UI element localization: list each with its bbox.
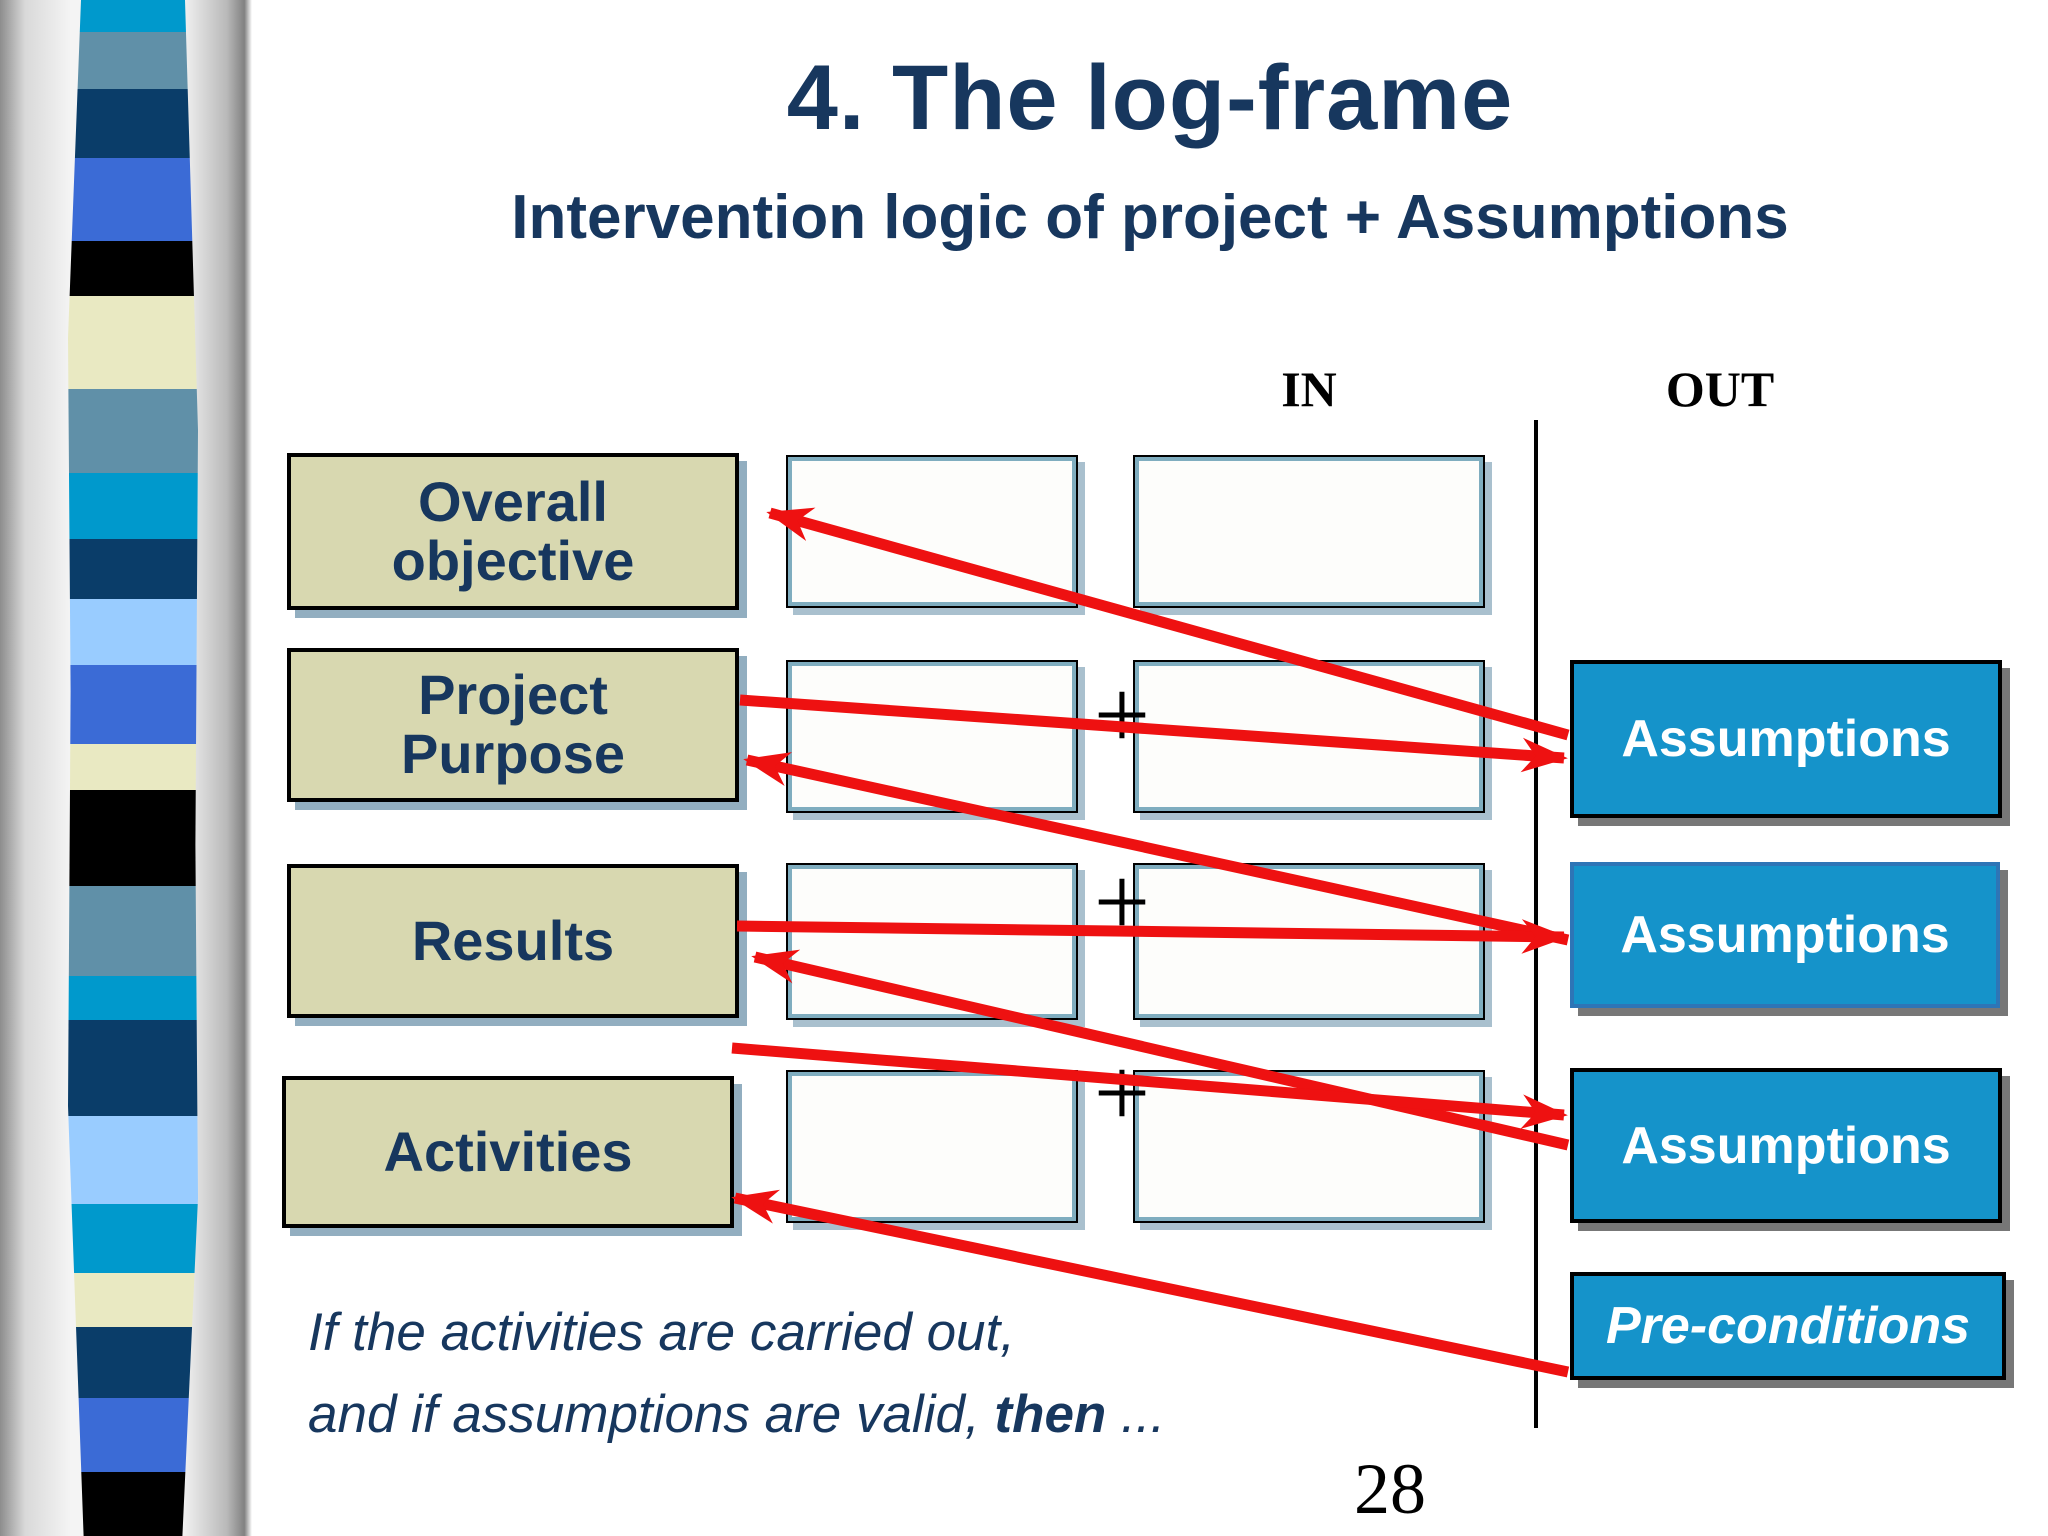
sidebar-stripe bbox=[68, 539, 198, 599]
matrix-cell bbox=[1133, 863, 1485, 1020]
sidebar-stripe bbox=[68, 0, 198, 32]
overall-objective-box: Overall objective bbox=[287, 453, 739, 610]
activities-label: Activities bbox=[383, 1119, 633, 1183]
plus-sign: + bbox=[1093, 659, 1151, 770]
sidebar-stripe bbox=[68, 158, 198, 241]
sidebar-stripe bbox=[68, 1020, 198, 1116]
in-out-divider-line bbox=[1534, 420, 1538, 1428]
results-label: Results bbox=[411, 908, 615, 972]
page-number: 28 bbox=[1354, 1449, 1426, 1529]
assumptions-label: Assumptions bbox=[1620, 906, 1950, 964]
sidebar-stripe bbox=[68, 389, 198, 473]
decorative-sidebar bbox=[0, 0, 252, 1536]
matrix-cell bbox=[1133, 455, 1485, 608]
matrix-cell bbox=[786, 863, 1078, 1020]
results-box: Results bbox=[287, 864, 739, 1018]
project-purpose-box: Project Purpose bbox=[287, 648, 739, 802]
sidebar-stripe bbox=[68, 976, 198, 1020]
assumptions-box-2: Assumptions bbox=[1570, 862, 2000, 1008]
plus-sign: + bbox=[1093, 1037, 1151, 1148]
pre-conditions-box: Pre-conditions bbox=[1570, 1272, 2006, 1380]
footer-line2: and if assumptions are valid, then ... bbox=[308, 1385, 1166, 1445]
assumptions-label: Assumptions bbox=[1621, 1116, 1951, 1175]
matrix-cell bbox=[786, 1070, 1078, 1223]
activities-box: Activities bbox=[282, 1076, 734, 1228]
project-purpose-label: Project Purpose bbox=[400, 663, 626, 785]
overall-objective-label: Overall objective bbox=[391, 469, 635, 592]
matrix-cell bbox=[1133, 660, 1485, 813]
pre-conditions-label: Pre-conditions bbox=[1605, 1297, 1971, 1355]
sidebar-stripe bbox=[68, 1273, 198, 1327]
sidebar-stripes bbox=[68, 0, 198, 1536]
sidebar-stripe bbox=[68, 32, 198, 89]
sidebar-stripe bbox=[68, 599, 198, 665]
sidebar-stripe bbox=[68, 1472, 198, 1536]
sidebar-stripe bbox=[68, 1327, 198, 1398]
matrix-cell bbox=[1133, 1070, 1485, 1223]
sidebar-stripe bbox=[68, 1398, 198, 1472]
matrix-cell bbox=[786, 455, 1078, 608]
sidebar-stripe bbox=[68, 296, 198, 389]
sidebar-stripe bbox=[68, 473, 198, 539]
sidebar-stripe bbox=[68, 886, 198, 976]
footer-note: If the activities are carried out, and i… bbox=[308, 1292, 1208, 1456]
sidebar-stripe bbox=[68, 790, 198, 886]
sidebar-stripe bbox=[68, 89, 198, 158]
assumptions-box-3: Assumptions bbox=[1570, 1068, 2002, 1223]
slide-subtitle: Intervention logic of project + Assumpti… bbox=[511, 183, 1789, 252]
sidebar-stripe bbox=[68, 241, 198, 296]
plus-sign: + bbox=[1093, 846, 1151, 957]
slide-title: 4. The log-frame bbox=[786, 47, 1514, 149]
assumptions-label: Assumptions bbox=[1621, 710, 1951, 768]
assumptions-box-1: Assumptions bbox=[1570, 660, 2002, 818]
footer-line1: If the activities are carried out, bbox=[308, 1303, 1015, 1362]
sidebar-stripe bbox=[68, 1204, 198, 1273]
out-column-header: OUT bbox=[1665, 361, 1775, 417]
in-column-header: IN bbox=[1281, 361, 1337, 417]
sidebar-stripe bbox=[68, 665, 198, 744]
sidebar-stripe bbox=[68, 1116, 198, 1204]
matrix-cell bbox=[786, 660, 1078, 813]
sidebar-stripe bbox=[68, 744, 198, 790]
